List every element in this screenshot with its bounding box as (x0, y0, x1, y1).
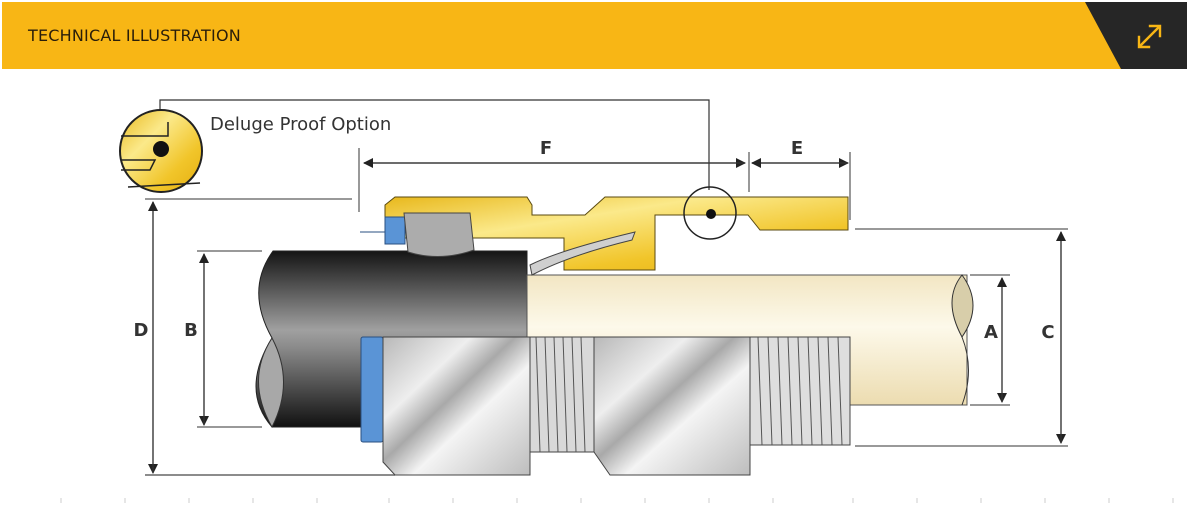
dimension-label-d: D (134, 320, 149, 341)
technical-illustration: Deluge Proof Option F E D B (0, 70, 1189, 503)
dimension-b: B (182, 250, 262, 428)
dimension-c: C (855, 228, 1068, 447)
dimension-label-a: A (984, 322, 998, 343)
blue-seal (360, 336, 384, 443)
dimension-f: F (358, 138, 746, 212)
dimension-label-e: E (791, 138, 803, 159)
deluge-detail-circle (119, 109, 203, 193)
dimension-label-f: F (540, 138, 552, 159)
callout-label: Deluge Proof Option (210, 114, 391, 135)
section-header: TECHNICAL ILLUSTRATION (2, 2, 1187, 69)
bottom-ruler-ticks (60, 498, 1174, 503)
header-dark-panel (1085, 2, 1187, 69)
expand-button[interactable] (1085, 2, 1187, 69)
dimension-e: E (748, 138, 851, 220)
dimension-label-b: B (184, 320, 198, 341)
section-title: TECHNICAL ILLUSTRATION (28, 26, 241, 45)
gland-brass-body (360, 186, 849, 276)
dimension-a: A (970, 274, 1010, 406)
expand-icon (1137, 24, 1162, 49)
gland-steel-body (382, 336, 851, 476)
callout-leader-line (159, 99, 710, 190)
dimension-d: D (132, 198, 395, 476)
dimension-label-c: C (1041, 322, 1054, 343)
